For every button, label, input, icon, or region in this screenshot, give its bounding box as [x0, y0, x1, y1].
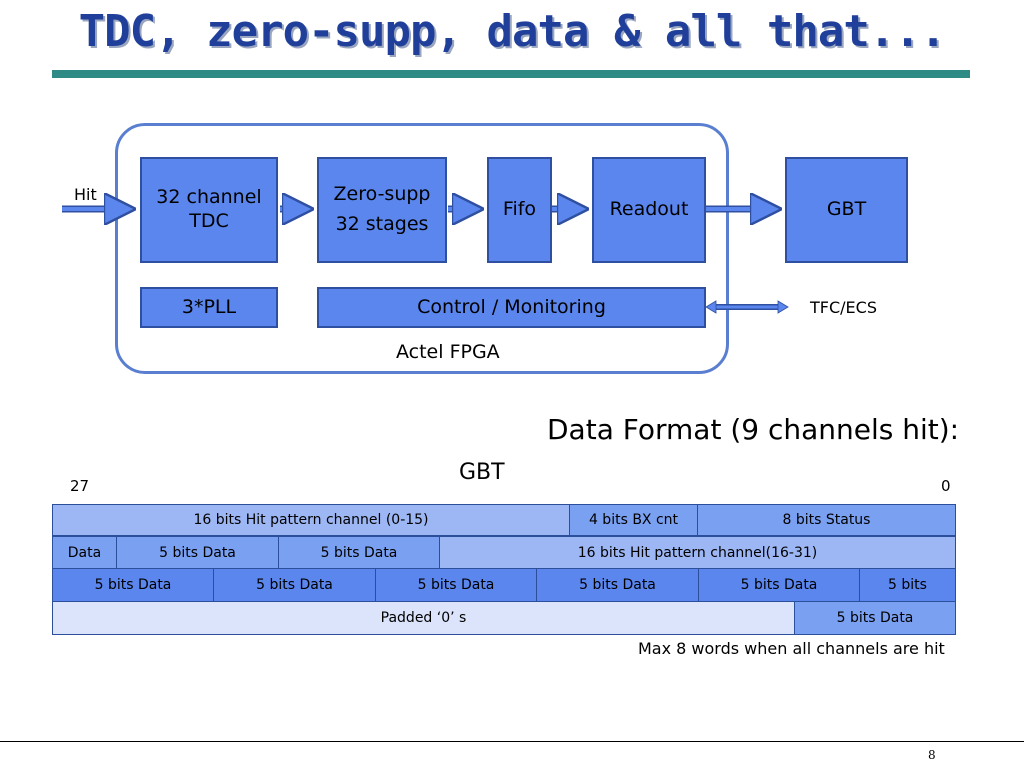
- format-cell: 5 bits: [859, 568, 956, 602]
- fifo-block: Fifo: [487, 157, 552, 263]
- format-cell: 8 bits Status: [697, 504, 956, 536]
- page-number: 8: [928, 748, 936, 762]
- format-cell: 5 bits Data: [278, 536, 440, 569]
- footer-divider: [0, 741, 1024, 742]
- tdc-line2: TDC: [189, 210, 229, 232]
- lsb-bit-label: 0: [941, 477, 951, 495]
- format-cell: 16 bits Hit pattern channel (0-15): [52, 504, 570, 536]
- format-cell: Data: [52, 536, 117, 569]
- format-cell: 16 bits Hit pattern channel(16-31): [439, 536, 956, 569]
- control-monitoring-block: Control / Monitoring: [317, 287, 706, 328]
- connection-arrows: [62, 0, 789, 314]
- zero-supp-line1: Zero-supp: [333, 183, 431, 206]
- tdc-line1: 32 channel: [156, 186, 262, 209]
- fpga-boundary: [115, 123, 729, 374]
- format-cell: 5 bits Data: [794, 601, 956, 635]
- tfc-ecs-label: TFC/ECS: [810, 298, 877, 317]
- fpga-label: Actel FPGA: [396, 341, 500, 363]
- slide-title: TDC, zero-supp, data & all that...: [78, 6, 947, 57]
- gbt-block: GBT: [785, 157, 908, 263]
- format-cell: 5 bits Data: [52, 568, 214, 602]
- readout-block: Readout: [592, 157, 706, 263]
- control-tfc-arrow: [705, 300, 789, 314]
- data-format-heading: Data Format (9 channels hit):: [547, 413, 960, 446]
- zero-supp-block: Zero-supp 32 stages: [317, 157, 447, 263]
- hit-label: Hit: [74, 185, 97, 204]
- tdc-block: 32 channel TDC: [140, 157, 278, 263]
- format-cell: 5 bits Data: [375, 568, 537, 602]
- title-underline: [52, 70, 970, 78]
- format-cell: 5 bits Data: [116, 536, 279, 569]
- format-cell: 5 bits Data: [536, 568, 699, 602]
- max-words-note: Max 8 words when all channels are hit: [638, 639, 945, 658]
- format-cell: 4 bits BX cnt: [569, 504, 698, 536]
- format-cell: 5 bits Data: [213, 568, 376, 602]
- gbt-word-label: GBT: [459, 460, 505, 485]
- format-cell: Padded ‘0’ s: [52, 601, 795, 635]
- format-cell: 5 bits Data: [698, 568, 860, 602]
- zero-supp-line2: 32 stages: [335, 213, 429, 235]
- msb-bit-label: 27: [70, 477, 90, 495]
- pll-block: 3*PLL: [140, 287, 278, 328]
